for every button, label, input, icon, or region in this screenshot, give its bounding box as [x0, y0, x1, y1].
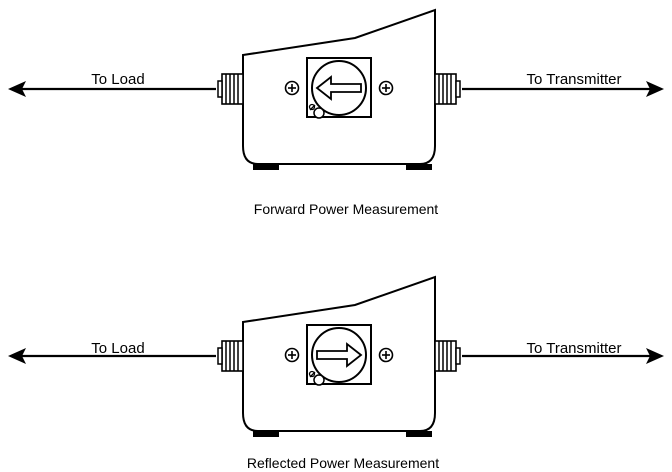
to-load-label: To Load [91, 340, 144, 357]
to-load-label: To Load [91, 71, 144, 88]
to-transmitter-label: To Transmitter [526, 340, 621, 357]
forward-caption: Forward Power Measurement [254, 201, 439, 217]
load-arrowhead-icon [8, 348, 26, 364]
element-arrow-icon [316, 342, 363, 368]
load-arrowhead-icon [8, 81, 26, 97]
reflected-diagram: To Load To Transmitter Reflected Power M… [8, 276, 664, 471]
forward-diagram: To Load To Transmitter Forward Power Mea… [8, 9, 664, 217]
transmitter-arrowhead-icon [646, 81, 664, 97]
element-arrow-icon [315, 75, 362, 101]
to-transmitter-label: To Transmitter [526, 71, 621, 88]
transmitter-arrowhead-icon [646, 348, 664, 364]
reflected-caption: Reflected Power Measurement [247, 455, 439, 471]
